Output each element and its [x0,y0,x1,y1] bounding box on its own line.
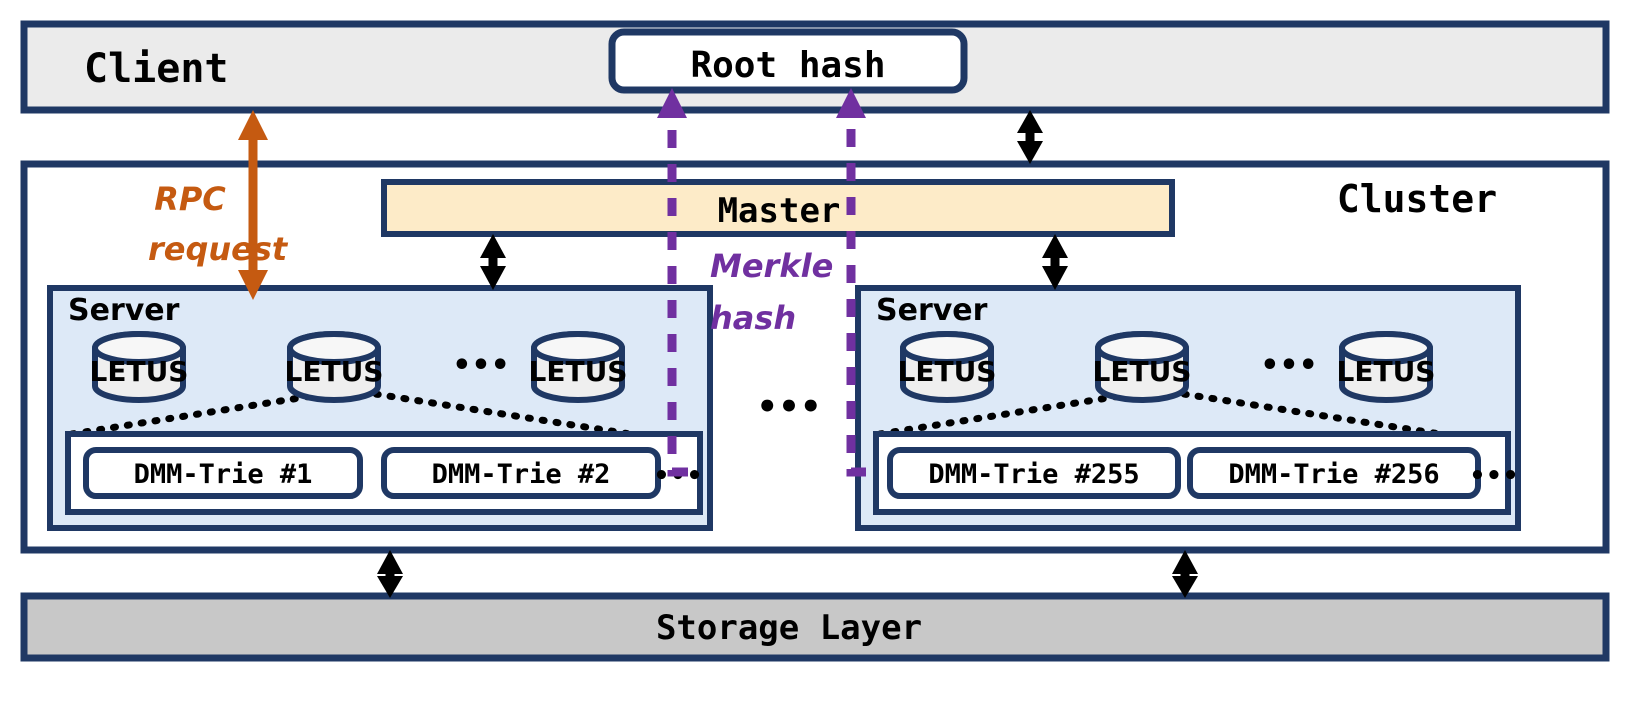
trie-label: DMM-Trie #256 [1228,459,1439,490]
trie-label: DMM-Trie #2 [432,459,611,490]
root-hash-box[interactable] [608,28,968,94]
merkle-hash-arrow-left [657,88,688,477]
between-servers-ellipsis: ••• [756,387,821,427]
letus-label: LETUS [1337,355,1436,388]
storage-layer-label: Storage Layer [656,608,922,648]
client-title: Client [84,46,229,92]
letus-cylinder-left-1[interactable]: LETUS [90,331,189,403]
trie-box-right-1[interactable] [887,447,1181,499]
letus-cylinder-right-2[interactable]: LETUS [1093,331,1192,403]
master-box[interactable] [381,179,1175,237]
rpc-arrow [238,110,268,300]
trie-trailing-ellipsis-right: ••• [1469,461,1519,491]
letus-cylinder-left-3[interactable]: LETUS [529,331,628,403]
master-server-right-arrow [1042,234,1068,290]
letus-gap-ellipsis-left: ••• [452,348,510,383]
letus-cylinder-right-1[interactable]: LETUS [898,331,997,403]
master-server-left-arrow [480,234,506,290]
letus-label: LETUS [285,355,384,388]
letus-label: LETUS [529,355,628,388]
trie-label: DMM-Trie #1 [134,459,313,490]
trie-box-left-2[interactable] [381,447,661,499]
trie-label: DMM-Trie #255 [928,459,1139,490]
merkle-label-line2: hash [710,299,796,337]
letus-gap-ellipsis-right: ••• [1260,348,1318,383]
letus-cylinder-left-2[interactable]: LETUS [285,331,384,403]
cluster-storage-right-arrow [1172,550,1198,598]
letus-cylinder-right-3[interactable]: LETUS [1337,331,1436,403]
rpc-label-line2: request [148,230,289,268]
letus-label: LETUS [898,355,997,388]
master-label: Master [718,191,841,231]
server-label-left: Server [68,293,180,328]
merkle-label-line1: Merkle [710,247,833,285]
cluster-title: Cluster [1337,177,1497,221]
letus-label: LETUS [1093,355,1192,388]
rpc-label-line1: RPC [154,180,226,218]
letus-label: LETUS [90,355,189,388]
root-hash-label: Root hash [690,45,885,86]
trie-box-right-2[interactable] [1187,447,1481,499]
client-cluster-arrow [1017,110,1043,164]
server-label-right: Server [876,293,988,328]
cluster-storage-left-arrow [377,550,403,598]
trie-box-left-1[interactable] [83,447,363,499]
storage-layer-box [20,592,1610,662]
merkle-hash-arrow-right [836,88,866,477]
